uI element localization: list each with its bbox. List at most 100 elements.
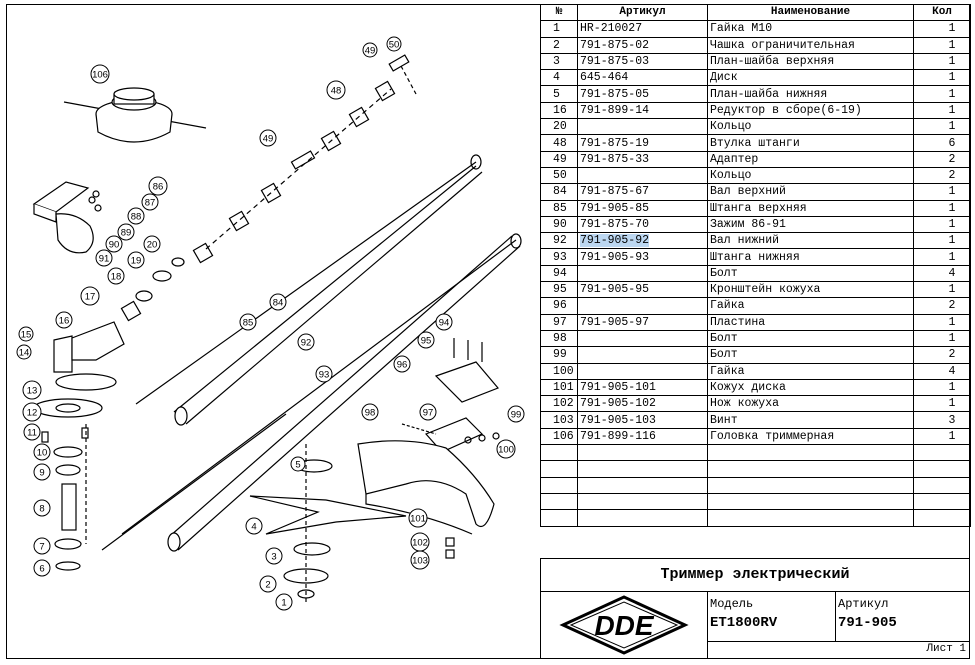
header-no: № bbox=[540, 3, 578, 22]
logo-text: DDE bbox=[594, 610, 654, 641]
lower-shaft bbox=[101, 233, 522, 552]
cell-qty: 1 bbox=[913, 20, 971, 38]
callout-92: 92 bbox=[301, 338, 312, 349]
empty-cell bbox=[913, 492, 971, 511]
cell-name: Кольцо bbox=[707, 118, 914, 136]
empty-cell bbox=[577, 460, 708, 478]
cell-qty: 1 bbox=[913, 85, 971, 103]
callout-5: 5 bbox=[295, 460, 300, 471]
cell-no: 94 bbox=[540, 264, 578, 283]
empty-cell bbox=[540, 476, 578, 494]
cell-name: План-шайба верхняя bbox=[707, 52, 914, 71]
clamp-assembly bbox=[32, 181, 102, 254]
callout-84: 84 bbox=[273, 298, 284, 309]
callouts bbox=[16, 36, 525, 611]
empty-cell bbox=[540, 460, 578, 478]
empty-cell bbox=[707, 476, 914, 494]
cell-name: Болт bbox=[707, 264, 914, 283]
callout-95: 95 bbox=[421, 336, 432, 347]
guard-bracket bbox=[401, 338, 500, 453]
empty-row bbox=[540, 444, 971, 462]
cell-name: Кронштейн кожуха bbox=[707, 281, 914, 299]
empty-cell bbox=[707, 509, 914, 527]
callout-3: 3 bbox=[271, 552, 276, 563]
empty-row bbox=[540, 509, 971, 527]
cell-qty: 1 bbox=[913, 69, 971, 87]
cell-article bbox=[577, 264, 708, 283]
cell-article: 791-875-05 bbox=[577, 85, 708, 103]
cell-qty: 4 bbox=[913, 264, 971, 283]
empty-cell bbox=[913, 460, 971, 478]
sheet-number: Лист 1 bbox=[926, 643, 966, 655]
empty-cell bbox=[540, 509, 578, 527]
empty-cell bbox=[577, 509, 708, 527]
callout-11: 11 bbox=[27, 428, 37, 439]
cell-qty: 1 bbox=[913, 329, 971, 348]
upper-shaft bbox=[135, 154, 483, 426]
cell-name: Адаптер bbox=[707, 150, 914, 168]
cell-qty: 1 bbox=[913, 281, 971, 299]
cell-qty: 3 bbox=[913, 411, 971, 429]
cell-article bbox=[577, 297, 708, 315]
cell-article: 791-905-97 bbox=[577, 313, 708, 331]
cell-no: 95 bbox=[540, 281, 578, 299]
cell-qty: 1 bbox=[913, 248, 971, 266]
model-cell: Модель ET1800RV bbox=[707, 591, 836, 642]
callout-96: 96 bbox=[397, 360, 408, 371]
cell-qty: 1 bbox=[913, 36, 971, 54]
cell-no: 102 bbox=[540, 395, 578, 413]
cell-article: 791-899-116 bbox=[577, 427, 708, 446]
cell-qty: 6 bbox=[913, 134, 971, 152]
cell-qty: 2 bbox=[913, 150, 971, 168]
empty-cell bbox=[577, 476, 708, 494]
cell-no: 99 bbox=[540, 346, 578, 364]
trimmer-head bbox=[63, 87, 207, 143]
cell-article: 791-875-67 bbox=[577, 183, 708, 201]
cell-qty: 1 bbox=[913, 313, 971, 331]
callout-48: 48 bbox=[331, 86, 342, 97]
gearbox-assembly bbox=[33, 257, 185, 571]
callout-87: 87 bbox=[145, 198, 156, 209]
cell-no: 16 bbox=[540, 101, 578, 120]
cell-qty: 2 bbox=[913, 346, 971, 364]
cell-name: Гайка М10 bbox=[707, 20, 914, 38]
cell-article: 791-875-19 bbox=[577, 134, 708, 152]
cell-no: 1 bbox=[540, 20, 578, 38]
cell-article: 791-905-102 bbox=[577, 395, 708, 413]
callout-4: 4 bbox=[251, 522, 256, 533]
cell-name: Втулка штанги bbox=[707, 134, 914, 152]
cell-qty: 1 bbox=[913, 378, 971, 397]
callout-103: 103 bbox=[412, 556, 428, 567]
empty-cell bbox=[913, 476, 971, 494]
cell-article: 791-875-02 bbox=[577, 36, 708, 54]
cell-article: 791-905-103 bbox=[577, 411, 708, 429]
cell-name: Кожух диска bbox=[707, 378, 914, 397]
article-label: Артикул bbox=[838, 597, 889, 611]
cell-no: 85 bbox=[540, 199, 578, 217]
cell-name: Болт bbox=[707, 346, 914, 364]
empty-row bbox=[540, 492, 971, 511]
cell-name: Штанга нижняя bbox=[707, 248, 914, 266]
cell-qty: 1 bbox=[913, 427, 971, 446]
callout-9: 9 bbox=[39, 468, 44, 479]
cell-no: 90 bbox=[540, 215, 578, 234]
cell-article: 791-875-03 bbox=[577, 52, 708, 71]
cell-name: Зажим 86-91 bbox=[707, 215, 914, 234]
cell-no: 98 bbox=[540, 329, 578, 348]
